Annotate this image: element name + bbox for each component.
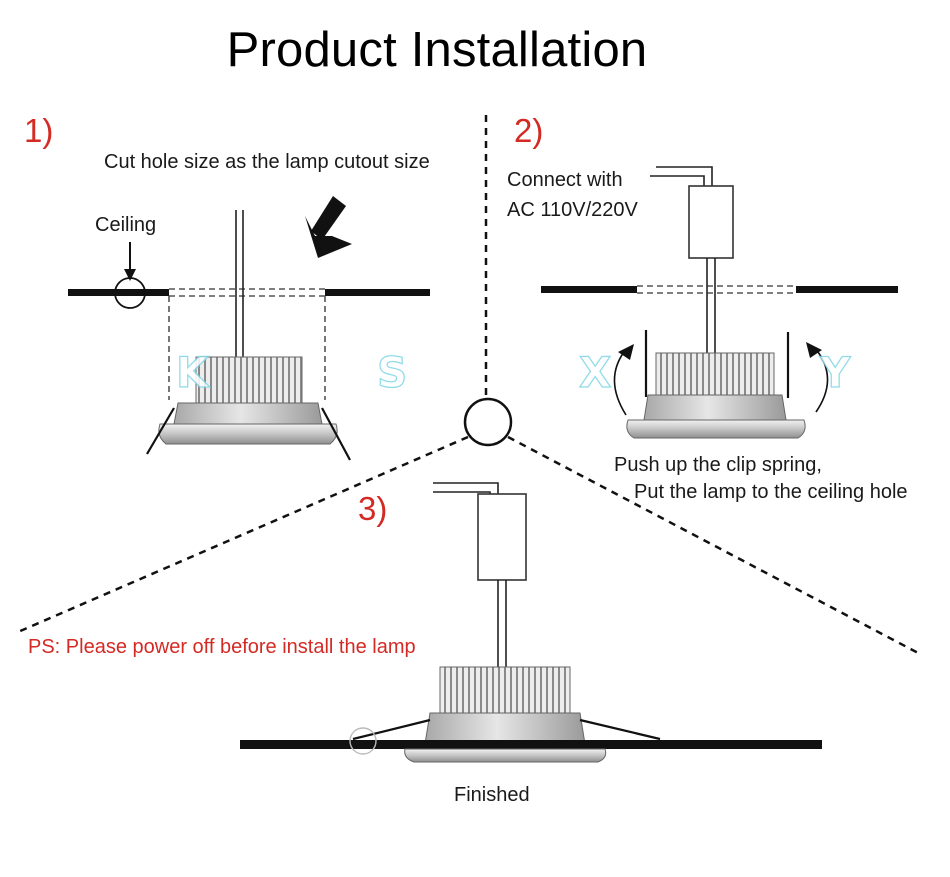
panel-1-drawing	[68, 196, 430, 461]
step-3-number: 3)	[358, 490, 388, 527]
lamp-rim	[158, 423, 338, 445]
step-2-number: 2)	[514, 112, 544, 149]
step-1-number: 1)	[24, 112, 54, 149]
watermark-letter: X	[578, 347, 612, 397]
power-driver-box	[688, 185, 734, 259]
ceiling-board-right	[325, 289, 430, 296]
ceiling-arrowhead	[124, 269, 136, 281]
connect-label-line1: Connect with	[507, 169, 623, 191]
watermark-letter: S	[376, 347, 408, 397]
lamp-rim-installed	[404, 748, 607, 763]
panel-3-drawing	[240, 482, 822, 763]
curved-arrow-right-icon	[815, 351, 829, 413]
ceiling-board-left	[68, 289, 169, 296]
center-circle	[463, 397, 513, 447]
watermark-letter: K	[175, 347, 209, 397]
lamp-heatsink	[195, 356, 303, 404]
finished-label: Finished	[454, 784, 530, 806]
page-title: Product Installation	[226, 23, 648, 77]
ceiling-label: Ceiling	[95, 214, 157, 236]
step-1-instruction: Cut hole size as the lamp cutout size	[104, 151, 430, 173]
push-label-line2: Put the lamp to the ceiling hole	[634, 481, 908, 503]
down-left-arrow-icon	[305, 196, 352, 258]
panel-2-drawing	[541, 166, 898, 439]
power-driver-box-installed	[477, 493, 527, 581]
cutout-outline	[168, 288, 326, 400]
connect-label-line2: AC 110V/220V	[507, 199, 638, 221]
warning-note: PS: Please power off before install the …	[28, 636, 416, 658]
push-label-line1: Push up the clip spring,	[614, 454, 822, 476]
watermark-letter: Y	[819, 347, 851, 397]
ceiling-board-installed	[240, 740, 822, 749]
curved-arrow-left-icon	[613, 351, 627, 416]
divider-lines	[17, 115, 923, 657]
